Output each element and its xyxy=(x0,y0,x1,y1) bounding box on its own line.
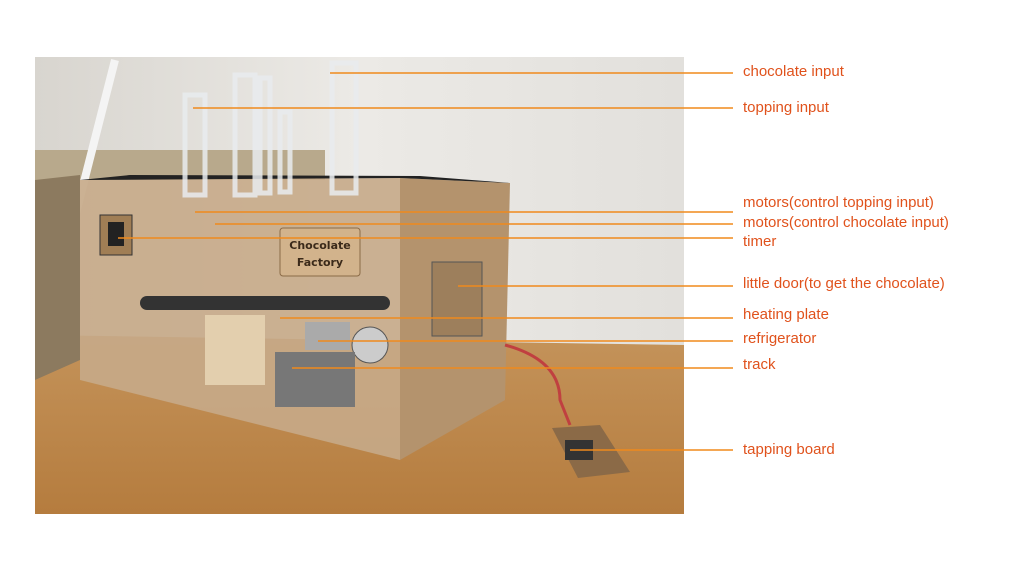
little-door-photo xyxy=(431,261,483,337)
tubes xyxy=(182,60,359,198)
label-little-door: little door(to get the chocolate) xyxy=(743,275,945,292)
label-refrigerator: refrigerator xyxy=(743,330,817,347)
label-motors-topping: motors(control topping input) xyxy=(743,194,934,211)
leader-lines xyxy=(118,72,733,451)
heatsink xyxy=(275,352,355,407)
refrigerator-photo xyxy=(305,322,350,350)
gear xyxy=(351,326,389,364)
label-heating-plate: heating plate xyxy=(743,306,829,323)
label-timer: timer xyxy=(743,233,777,250)
label-topping-input: topping input xyxy=(743,99,829,116)
sign-line2: Factory xyxy=(297,256,343,269)
label-tapping-board: tapping board xyxy=(743,441,835,458)
track-belt xyxy=(140,296,390,310)
wood-block xyxy=(35,175,80,380)
sign-line1: Chocolate xyxy=(289,239,350,252)
cable xyxy=(504,343,572,426)
timer-screen xyxy=(108,222,124,246)
label-motors-chocolate: motors(control chocolate input) xyxy=(743,214,949,231)
label-track: track xyxy=(743,356,776,373)
label-chocolate-input: chocolate input xyxy=(743,63,844,80)
sign-board xyxy=(279,227,361,277)
divider xyxy=(205,315,265,385)
